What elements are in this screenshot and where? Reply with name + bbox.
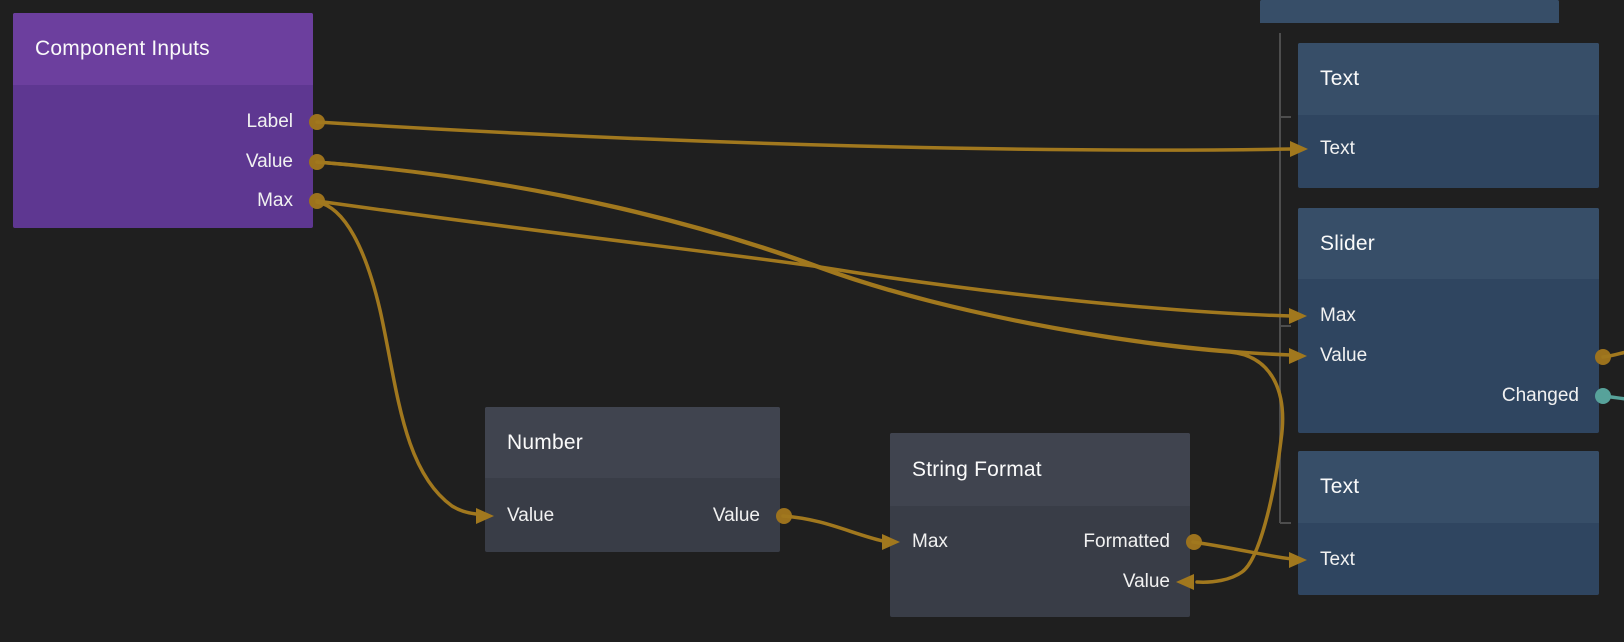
cable-max-to-number-value[interactable] bbox=[315, 200, 478, 516]
cable-slider-value-out-cable[interactable] bbox=[1601, 350, 1624, 359]
port-component-inputs-value-label: Value bbox=[245, 151, 293, 172]
cable-max-to-slider-max-arrowhead-icon bbox=[1289, 308, 1307, 324]
cable-value-to-stringformat-value-arrowhead-icon bbox=[1176, 574, 1194, 590]
node-text-bottom-header[interactable]: Text bbox=[1298, 451, 1599, 523]
cable-number-to-stringformat-max[interactable] bbox=[781, 514, 885, 543]
cable-value-to-slider-value-arrowhead-icon bbox=[1289, 348, 1307, 364]
node-title: Slider bbox=[1320, 231, 1375, 255]
guide-line bbox=[1279, 33, 1291, 524]
port-component-inputs-label-label: Label bbox=[246, 111, 294, 132]
node-component-inputs-header[interactable]: Component Inputs bbox=[13, 13, 313, 85]
node-partial-top[interactable] bbox=[1260, 0, 1559, 23]
port-string-format-max-label: Max bbox=[912, 531, 948, 552]
port-slider-value-label: Value bbox=[1320, 345, 1368, 366]
cable-number-to-stringformat-max-arrowhead-icon bbox=[882, 534, 900, 550]
port-string-format-formatted-label: Formatted bbox=[1083, 531, 1170, 552]
port-text-top-text-label: Text bbox=[1320, 138, 1355, 159]
port-string-format-value-label: Value bbox=[1122, 571, 1170, 592]
cable-label-to-text-top-arrowhead-icon bbox=[1290, 141, 1308, 157]
cable-label-to-text-top[interactable] bbox=[315, 120, 1294, 152]
node-number-header[interactable]: Number bbox=[485, 407, 780, 478]
node-partial-top-header[interactable] bbox=[1260, 0, 1559, 23]
cable-slider-changed-cable[interactable] bbox=[1601, 394, 1624, 401]
node-title: Text bbox=[1320, 475, 1360, 498]
port-number-value-out-label: Value bbox=[712, 505, 760, 526]
port-slider-max-label: Max bbox=[1320, 305, 1356, 326]
port-component-inputs-max-label: Max bbox=[257, 190, 293, 211]
port-number-value-in-label: Value bbox=[507, 505, 555, 526]
cable-max-to-number-value-arrowhead-icon bbox=[476, 508, 494, 524]
cable-formatted-to-text-bottom-arrowhead-icon bbox=[1289, 552, 1307, 568]
port-text-bottom-text-label: Text bbox=[1320, 549, 1355, 570]
node-title: Text bbox=[1320, 67, 1360, 90]
node-text-top-header[interactable]: Text bbox=[1298, 43, 1599, 115]
node-title: String Format bbox=[912, 457, 1042, 481]
port-slider-changed-label: Changed bbox=[1501, 385, 1579, 406]
node-string-format-header[interactable]: String Format bbox=[890, 433, 1190, 506]
node-title: Component Inputs bbox=[35, 37, 210, 60]
node-slider-header[interactable]: Slider bbox=[1298, 208, 1599, 279]
node-title: Number bbox=[507, 430, 583, 454]
cable-formatted-to-text-bottom[interactable] bbox=[1191, 540, 1294, 561]
